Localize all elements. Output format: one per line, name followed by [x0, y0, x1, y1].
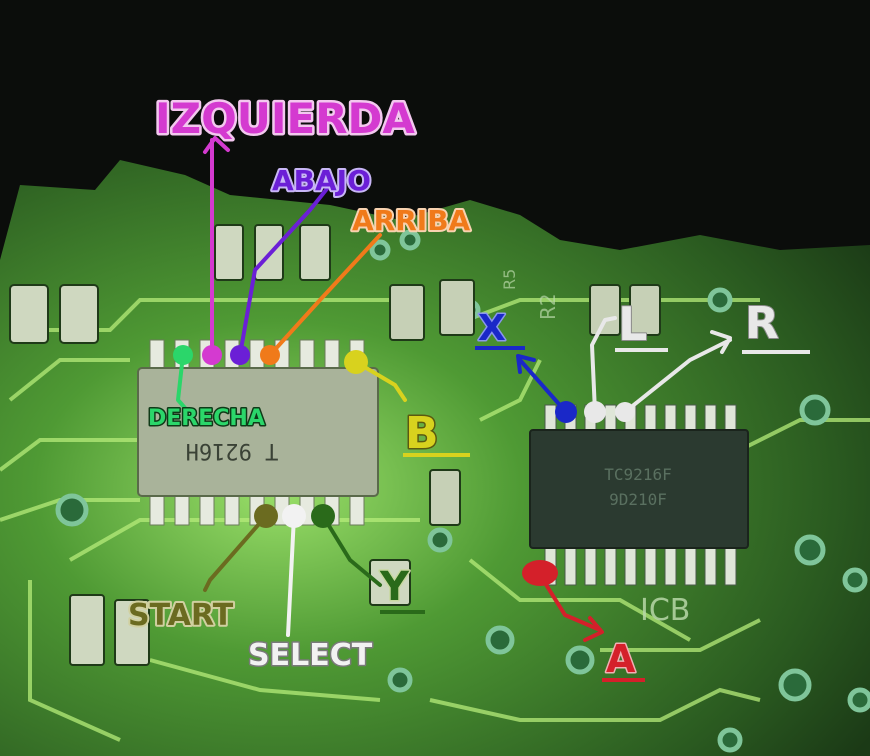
l-pin-dot [584, 401, 606, 423]
derecha-pin-dot [173, 345, 193, 365]
pcb-traces [0, 298, 870, 742]
izquierda-pin-dot [202, 345, 222, 365]
r-pin-dot [615, 402, 635, 422]
abajo-pin-dot [230, 345, 250, 365]
label-derecha: DERECHA [148, 406, 265, 431]
label-b: B [405, 408, 439, 459]
start-pin-dot [254, 504, 278, 528]
label-arriba: ARRIBA [352, 204, 471, 237]
label-a: A [606, 637, 636, 681]
x-pin-dot [555, 401, 577, 423]
a-pin-dot [522, 560, 558, 586]
b-pin-dot [344, 350, 368, 374]
label-r: R [745, 298, 779, 349]
label-select: SELECT [248, 638, 373, 673]
label-abajo: ABAJO [272, 164, 371, 197]
pin-markers [173, 345, 635, 586]
right-chip-marking-line1: TC9216F [604, 465, 671, 484]
select-pin-dot [282, 504, 306, 528]
silkscreen-r5: R5 [500, 269, 519, 290]
arriba-pin-dot [260, 345, 280, 365]
y-pin-dot [311, 504, 335, 528]
smd-components [9, 224, 661, 666]
right-chip-marking-line2: 9D210F [609, 490, 667, 509]
silkscreen-r2: R2 [536, 293, 560, 320]
label-y: Y [379, 564, 410, 610]
label-izquierda: IZQUIERDA [155, 94, 415, 143]
left-chip-marking: T 9216H [186, 438, 279, 463]
handwritten-labels: IZQUIERDA ABAJO ARRIBA DERECHA B X L R Y… [126, 92, 810, 683]
silkscreen-icb: ICB [640, 593, 690, 628]
label-x: X [478, 308, 506, 349]
label-start: START [128, 598, 234, 633]
left-ic-chip: T 9216H [137, 339, 379, 526]
annotation-lines [176, 136, 732, 642]
label-l: L [618, 297, 647, 351]
